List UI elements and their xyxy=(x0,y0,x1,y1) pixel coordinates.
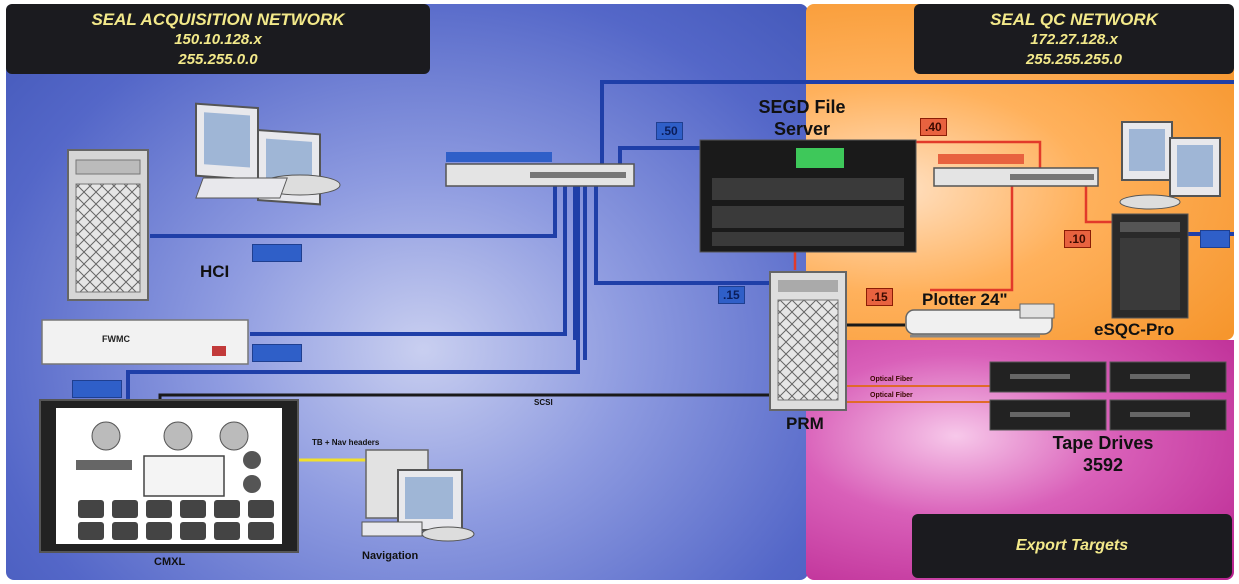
file-server-icon xyxy=(700,140,916,252)
hci-label: HCI xyxy=(200,262,229,282)
prm-tower-icon xyxy=(770,272,846,410)
prm-label: PRM xyxy=(786,414,824,434)
ip-tag-fwmc xyxy=(252,344,302,362)
ip-tag-cmxl xyxy=(72,380,122,398)
qc-switch-icon xyxy=(934,154,1098,186)
file-server-label-line2: Server xyxy=(740,118,864,140)
qc-network-mask: 255.255.255.0 xyxy=(914,50,1234,70)
esqc-monitors-icon xyxy=(1120,122,1220,209)
esqc-label: eSQC-Pro xyxy=(1094,320,1174,340)
optical-fiber-label-1: Optical Fiber xyxy=(870,376,913,383)
ip-tag-server-qc: .40 xyxy=(920,118,947,136)
qc-network-header: SEAL QC NETWORK 172.27.128.x 255.255.255… xyxy=(914,4,1234,74)
tb-nav-link-label: TB + Nav headers xyxy=(312,438,379,447)
fwmc-label: FWMC xyxy=(102,334,130,344)
ip-tag-esqc: .10 xyxy=(1064,230,1091,248)
ip-tag-hci xyxy=(252,244,302,262)
fwmc-device-icon xyxy=(42,320,248,364)
qc-network-subnet: 172.27.128.x xyxy=(914,30,1234,50)
tape-drives-label-line2: 3592 xyxy=(1036,454,1170,476)
link-qc-switch-plotter xyxy=(930,185,1012,290)
tape-drives-label-line1: Tape Drives xyxy=(1036,432,1170,454)
qc-network-title: SEAL QC NETWORK xyxy=(914,10,1234,30)
export-targets-header: Export Targets xyxy=(912,514,1232,578)
file-server-label-line1: SEGD File xyxy=(740,96,864,118)
acquisition-network-title: SEAL ACQUISITION NETWORK xyxy=(6,10,430,30)
cmxl-rack-icon xyxy=(40,400,298,552)
navigation-label: Navigation xyxy=(362,550,418,562)
hci-monitors-icon xyxy=(196,104,340,205)
optical-fiber-label-2: Optical Fiber xyxy=(870,392,913,399)
cmxl-label: CMXL xyxy=(154,556,185,568)
acquisition-network-subnet: 150.10.128.x xyxy=(6,30,430,50)
tape-drives-icon xyxy=(990,362,1226,430)
acquisition-network-mask: 255.255.0.0 xyxy=(6,50,430,70)
navigation-pc-icon xyxy=(362,450,474,541)
plotter-label: Plotter 24" xyxy=(922,290,1008,310)
file-server-label: SEGD File Server xyxy=(740,96,864,140)
acquisition-network-header: SEAL ACQUISITION NETWORK 150.10.128.x 25… xyxy=(6,4,430,74)
tape-drives-label: Tape Drives 3592 xyxy=(1036,432,1170,476)
acquisition-switch-icon xyxy=(446,152,634,186)
scsi-link-label: SCSI xyxy=(534,398,553,407)
ip-tag-plotter: .15 xyxy=(866,288,893,306)
hci-tower-icon xyxy=(68,150,148,300)
esqc-tower-icon xyxy=(1112,214,1188,318)
export-targets-title: Export Targets xyxy=(1016,537,1128,554)
ip-tag-esqc-acq xyxy=(1200,230,1230,248)
ip-tag-prm: .15 xyxy=(718,286,745,304)
ip-tag-server-acq: .50 xyxy=(656,122,683,140)
